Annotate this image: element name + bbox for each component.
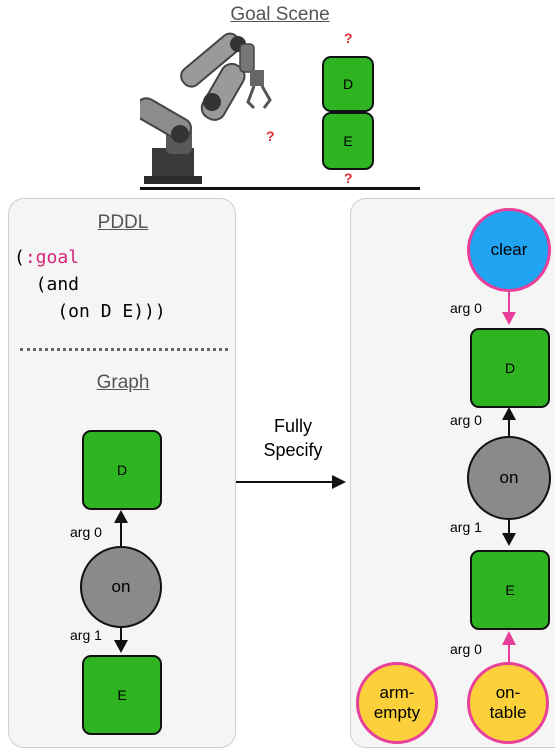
node-on-table: on-table [467,662,549,744]
transition-arrow [236,475,346,489]
node-clear: clear [467,208,551,292]
left-edge-label-arg0: arg 0 [70,524,102,540]
node-on: on [467,436,551,520]
node-d: D [470,328,550,408]
question-mark-gripper: ? [266,128,275,144]
question-mark-top: ? [344,30,353,46]
question-mark-bottom: ? [344,170,353,186]
graph-node-on: on [80,546,162,628]
edge-label-on-arg0: arg 0 [450,412,482,428]
section-divider [20,348,228,351]
graph-node-e: E [82,655,162,735]
edge-label-clear-arg0: arg 0 [450,300,482,316]
graph-title: Graph [96,372,150,393]
edge-label-ontable-arg0: arg 0 [450,641,482,657]
graph-node-d: D [82,430,162,510]
scene-block-d: D [322,56,374,112]
scene-block-e: E [322,112,374,170]
robot-arm-illustration [140,32,272,184]
left-edge-label-arg1: arg 1 [70,627,102,643]
edge-label-on-arg1: arg 1 [450,519,482,535]
goal-scene-title: Goal Scene [230,4,330,25]
node-e: E [470,550,550,630]
node-arm-empty: arm-empty [356,662,438,744]
pddl-title: PDDL [97,212,149,233]
pddl-code: (:goal (and (on D E))) [14,247,166,322]
fully-specify-label: Fully Specify [263,416,323,460]
table-surface [140,187,420,190]
